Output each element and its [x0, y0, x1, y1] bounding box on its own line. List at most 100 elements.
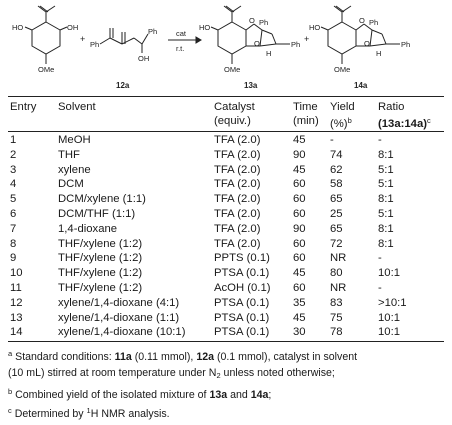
cell-solvent: DCM/xylene (1:1)	[58, 193, 146, 206]
cell-yield: 80	[330, 267, 343, 280]
cell-catalyst: PPTS (0.1)	[214, 252, 270, 265]
cell-solvent: xylene/1,4-dioxane (1:1)	[58, 311, 180, 324]
atom-label-h-14a: H	[376, 49, 381, 58]
atom-label-o-14a-2: O	[364, 39, 370, 48]
atom-label-oh-12a: OH	[138, 54, 149, 63]
table-header-rule	[8, 131, 444, 132]
cell-solvent: MeOH	[58, 134, 91, 146]
cell-ratio: -	[378, 134, 382, 146]
atom-label-ph-12a-left: Ph	[90, 40, 99, 49]
atom-label-ome-13a: OMe	[224, 65, 240, 74]
cell-time: 90	[293, 148, 306, 161]
atom-label-ho-14a: HO	[309, 23, 320, 32]
benzene-ring-13a	[217, 21, 247, 55]
cell-time: 35	[293, 296, 306, 309]
cell-catalyst: TFA (2.0)	[214, 163, 261, 176]
compound-label-14a: 14a	[354, 81, 368, 90]
plus-sign-2: +	[304, 34, 309, 44]
atom-label-ph-14a-side: Ph	[401, 40, 410, 49]
cell-catalyst: PTSA (0.1)	[214, 326, 270, 339]
atom-label-o-14a-1: O	[359, 16, 365, 25]
header-ratio: Ratio	[378, 101, 405, 113]
cell-yield: 65	[330, 222, 343, 235]
header-entry: Entry	[10, 101, 37, 113]
cell-ratio: 10:1	[378, 311, 400, 324]
table-row: 14 xylene/1,4-dioxane (10:1) PTSA (0.1) 30 7…	[8, 326, 444, 339]
cell-yield: 74	[330, 148, 343, 161]
cell-catalyst: PTSA (0.1)	[214, 296, 270, 309]
cell-entry: 1	[10, 134, 17, 146]
cell-solvent: xylene	[58, 163, 91, 176]
cell-yield: NR	[330, 282, 347, 294]
cell-time: 45	[293, 134, 306, 146]
cell-solvent: xylene/1,4-dioxane (4:1)	[58, 296, 180, 309]
table-top-rule	[8, 96, 444, 98]
cell-solvent: 1,4-dioxane	[58, 222, 118, 235]
cell-catalyst: TFA (2.0)	[214, 134, 261, 146]
cell-time: 30	[293, 326, 306, 339]
cell-yield: 72	[330, 237, 343, 250]
cell-yield: 62	[330, 163, 343, 176]
atom-label-o-13a-1: O	[249, 16, 255, 25]
cell-entry: 10	[10, 267, 23, 280]
reaction-scheme-drawing: HO OH OMe + Ph Ph OH cat r.t. HO O O Ph …	[12, 5, 410, 90]
cell-entry: 14	[10, 326, 23, 339]
cell-solvent: xylene/1,4-dioxane (10:1)	[58, 326, 186, 339]
cell-yield: 78	[330, 326, 343, 339]
cell-entry: 4	[10, 178, 17, 191]
cell-ratio: 5:1	[378, 178, 394, 191]
cell-ratio: 10:1	[378, 267, 400, 280]
footnote-b: b Combined yield of the isolated mixture…	[8, 386, 272, 401]
header-catalyst-unit: (equiv.)	[214, 115, 251, 127]
cell-ratio: -	[378, 252, 382, 265]
cell-entry: 13	[10, 311, 23, 324]
cell-solvent: THF	[58, 148, 80, 161]
cell-yield: 65	[330, 193, 343, 206]
header-catalyst: Catalyst	[214, 101, 255, 113]
cell-solvent: THF/xylene (1:2)	[58, 252, 143, 265]
cell-ratio: 8:1	[378, 222, 394, 235]
cell-ratio: 8:1	[378, 237, 394, 250]
benzene-ring-14a	[327, 21, 357, 55]
atom-label-ome-11a: OMe	[38, 65, 54, 74]
table-row: 12 xylene/1,4-dioxane (4:1) PTSA (0.1) 35 83…	[8, 297, 444, 310]
cell-ratio: 8:1	[378, 148, 394, 161]
atom-label-o-13a-2: O	[254, 39, 260, 48]
cell-catalyst: TFA (2.0)	[214, 237, 261, 250]
condition-label: r.t.	[176, 44, 184, 53]
footnote-a-line2: (10 mL) stirred at room temperature unde…	[8, 366, 335, 380]
cell-yield: NR	[330, 252, 347, 265]
header-time: Time	[293, 101, 318, 113]
cell-solvent: THF/xylene (1:2)	[58, 237, 143, 250]
table-bottom-rule	[8, 341, 444, 343]
atom-label-ho-13a: HO	[199, 23, 210, 32]
cell-ratio: 5:1	[378, 163, 394, 176]
header-ratio-expr: (13a:14a)c	[378, 116, 431, 130]
footnote-a-line1: a Standard conditions: 11a (0.11 mmol), …	[8, 349, 358, 363]
atom-label-h-13a: H	[266, 49, 271, 58]
cell-ratio: >10:1	[378, 296, 407, 309]
atom-label-ome-14a: OMe	[334, 65, 350, 74]
compound-label-13a: 13a	[244, 81, 258, 90]
cell-catalyst: TFA (2.0)	[214, 178, 261, 191]
cell-time: 45	[293, 311, 306, 324]
cell-catalyst: TFA (2.0)	[214, 148, 261, 161]
cell-yield: 58	[330, 178, 343, 191]
cell-catalyst: PTSA (0.1)	[214, 311, 270, 324]
header-yield: Yield	[330, 101, 355, 113]
cell-entry: 9	[10, 252, 17, 265]
cell-time: 60	[293, 178, 306, 191]
compound-label-12a: 12a	[116, 81, 130, 90]
cell-yield: 83	[330, 296, 343, 309]
cell-entry: 12	[10, 296, 23, 309]
cell-time: 45	[293, 267, 306, 280]
